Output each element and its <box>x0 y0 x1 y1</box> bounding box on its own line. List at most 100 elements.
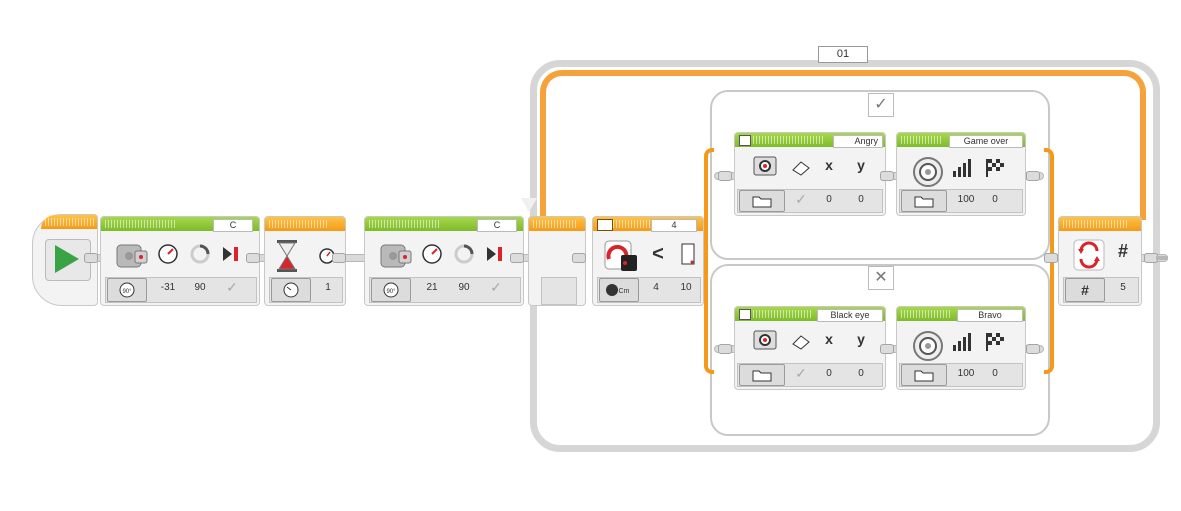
case-false-tab[interactable]: ✕ <box>868 266 894 290</box>
play-icon <box>55 245 79 273</box>
compare-operator-icon[interactable]: < <box>652 243 664 265</box>
loop-name-value[interactable]: 5 <box>1120 282 1126 293</box>
wait-block[interactable]: 1 <box>264 216 346 306</box>
start-output-plug <box>84 253 98 263</box>
sound-file-name[interactable]: Bravo <box>957 309 1023 322</box>
eraser-icon <box>791 333 811 351</box>
y-label: y <box>857 331 865 347</box>
speedometer-icon <box>421 243 443 265</box>
y-value[interactable]: 0 <box>858 194 864 205</box>
display-view-icon <box>739 309 751 320</box>
brake-icon <box>219 243 241 265</box>
move-steering-block-1[interactable]: C 90° -31 90 ✓ <box>100 216 260 306</box>
sound-mode-selector[interactable] <box>901 364 947 386</box>
hourglass-icon <box>275 239 299 273</box>
sound-file-name[interactable]: Game over <box>949 135 1023 148</box>
loop-interrupt-icon <box>1073 239 1105 271</box>
sound-block-false[interactable]: Bravo 100 0 <box>896 306 1026 390</box>
brake-icon <box>483 243 505 265</box>
x-label: x <box>825 331 833 347</box>
speedometer-icon <box>157 243 179 265</box>
eraser-icon <box>791 159 811 177</box>
volume-icon <box>951 331 975 353</box>
switch-sensor-icon <box>603 239 641 275</box>
switch-port-selector[interactable]: 4 <box>651 219 697 232</box>
loop-interrupt-mode-selector[interactable]: # <box>1065 278 1105 302</box>
motor-icon <box>379 239 413 273</box>
power-value[interactable]: 90 <box>194 282 206 293</box>
svg-text:90°: 90° <box>122 289 132 295</box>
flag-icon <box>983 331 1007 353</box>
rotation-icon <box>453 243 475 265</box>
display-brick-icon <box>751 155 779 179</box>
steering-value[interactable]: -31 <box>160 282 176 293</box>
display-view-icon <box>739 135 751 146</box>
mode-selector[interactable]: 90° <box>107 278 147 302</box>
loop-entry-plug <box>572 253 586 263</box>
display-mode-selector[interactable] <box>739 190 785 212</box>
volume-value[interactable]: 100 <box>957 194 975 205</box>
display-true-out-plug <box>880 171 894 181</box>
y-value[interactable]: 0 <box>858 368 864 379</box>
wait-mode-selector[interactable] <box>271 278 311 302</box>
speaker-icon <box>911 155 945 189</box>
display-file-name[interactable]: Black eye <box>817 309 883 322</box>
switch-block[interactable]: 4 < Cm 4 10 <box>592 216 704 306</box>
play-type-value[interactable]: 0 <box>992 194 998 205</box>
switch-view-icon[interactable] <box>597 219 613 231</box>
svg-text:90°: 90° <box>386 289 396 295</box>
svg-text:Cm: Cm <box>619 288 630 295</box>
play-type-value[interactable]: 0 <box>992 368 998 379</box>
switch-exit-plug <box>1044 253 1058 263</box>
loop-wire <box>540 70 1146 220</box>
sound-mode-selector[interactable] <box>901 190 947 212</box>
check-icon: ✓ <box>795 191 807 207</box>
display-block-true[interactable]: Angry x y ✓ 0 0 <box>734 132 886 216</box>
x-value[interactable]: 0 <box>826 368 832 379</box>
loop-name-tag[interactable]: 01 <box>818 46 868 63</box>
switch-bracket-left <box>704 148 714 374</box>
case-true-out-plug <box>1026 171 1040 181</box>
switch-mode-selector[interactable]: Cm <box>599 278 639 302</box>
motor1-output-plug <box>246 253 260 263</box>
rotation-icon <box>189 243 211 265</box>
threshold-value[interactable]: 10 <box>680 282 692 293</box>
case-false-in-plug <box>718 344 732 354</box>
check-icon: ✓ <box>490 279 502 295</box>
loop-interrupt-block[interactable]: # # 5 <box>1058 216 1142 306</box>
wait-output-plug <box>332 253 346 263</box>
switch-case-true[interactable] <box>710 90 1050 260</box>
display-brick-icon <box>751 329 779 353</box>
switch-case-false[interactable] <box>710 264 1050 436</box>
x-label: x <box>825 157 833 173</box>
hash-label: # <box>1117 241 1128 261</box>
volume-value[interactable]: 100 <box>957 368 975 379</box>
speaker-icon <box>911 329 945 363</box>
steering-value[interactable]: 21 <box>426 282 438 293</box>
mode-selector[interactable]: 90° <box>371 278 411 302</box>
x-value[interactable]: 0 <box>826 194 832 205</box>
y-label: y <box>857 157 865 173</box>
check-icon: ✓ <box>226 279 238 295</box>
sequence-end <box>1156 256 1168 260</box>
compare-type-value[interactable]: 4 <box>653 282 659 293</box>
move-steering-block-2[interactable]: C 90° 21 90 ✓ <box>364 216 524 306</box>
port-selector[interactable]: C <box>213 219 253 232</box>
case-true-in-plug <box>718 171 732 181</box>
flag-icon <box>983 157 1007 179</box>
sound-block-true[interactable]: Game over 100 0 <box>896 132 1026 216</box>
power-value[interactable]: 90 <box>458 282 470 293</box>
display-false-out-plug <box>880 344 894 354</box>
display-block-false[interactable]: Black eye x y ✓ 0 0 <box>734 306 886 390</box>
motor2-output-plug <box>510 253 524 263</box>
motor-icon <box>115 239 149 273</box>
check-icon: ✓ <box>795 365 807 381</box>
threshold-icon <box>679 241 697 267</box>
case-true-tab[interactable]: ✓ <box>868 93 894 117</box>
wait-seconds-value[interactable]: 1 <box>325 282 331 293</box>
port-selector[interactable]: C <box>477 219 517 232</box>
display-mode-selector[interactable] <box>739 364 785 386</box>
volume-icon <box>951 157 975 179</box>
case-false-out-plug <box>1026 344 1040 354</box>
display-file-name[interactable]: Angry <box>833 135 883 148</box>
